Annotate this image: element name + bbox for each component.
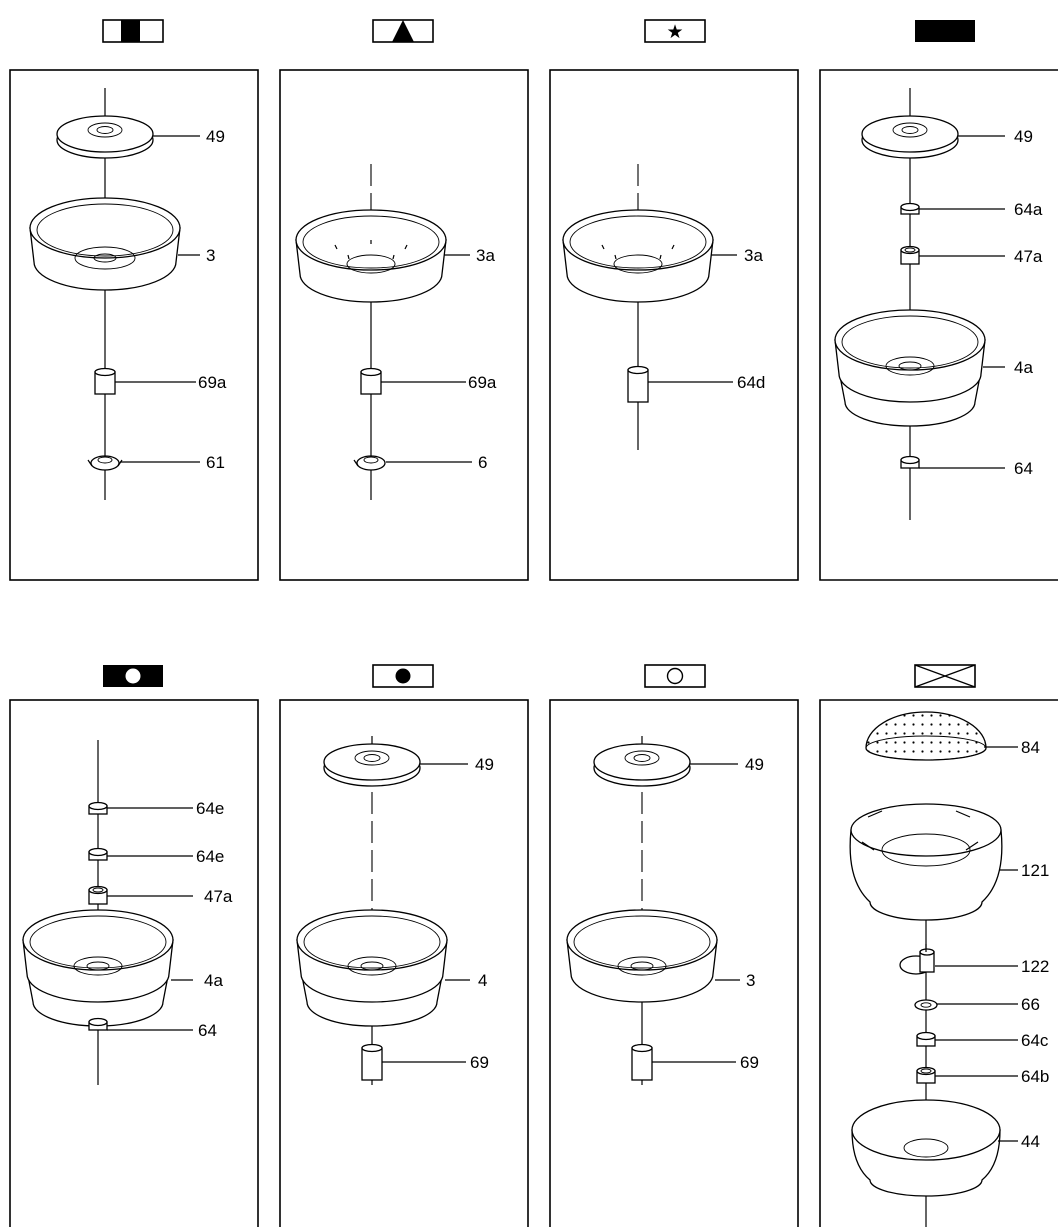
part-bowl-3 [566,909,718,1003]
symbol-half-fill-icon [102,19,164,43]
part-bowl-4 [296,909,448,1027]
symbol-white-dot-icon [103,665,163,687]
part-ring-64a [900,202,920,215]
label: 64c [1021,1031,1049,1050]
label: 69 [740,1053,759,1072]
panel-7-frame [549,699,799,1227]
panel-3-frame [549,69,799,581]
label: 4 [478,971,487,990]
part-sleeve-64d [627,365,649,403]
label: 121 [1021,861,1049,880]
panel-8-frame [819,699,1058,1227]
part-bearing-64b [916,1066,936,1084]
label: 64 [198,1021,217,1040]
label: 66 [1021,995,1040,1014]
label: 69 [470,1053,489,1072]
label: 3 [746,971,755,990]
panel-6-frame [279,699,529,1227]
part-ring-64e [88,847,108,861]
part-bushing-69a [94,367,116,395]
label: 64e [196,847,224,866]
label: 49 [1014,127,1033,146]
part-bearing-47a [900,245,920,265]
symbol-solid-icon [915,20,975,42]
panel-2: 3a 69a 6 [279,19,529,581]
part-sieve-84 [865,711,987,761]
part-ring-64 [900,455,920,469]
part-bowl-4a [22,909,174,1027]
panel-5-frame [9,699,259,1227]
label: 64 [1014,459,1033,478]
symbol-triangle-icon [372,19,434,43]
label: 64b [1021,1067,1049,1086]
part-disc-49 [323,743,421,787]
symbol-circle-icon [644,664,706,688]
label: 84 [1021,738,1040,757]
part-washer-66 [914,999,938,1011]
part-bearing-47a [88,885,108,905]
part-bowl-3 [29,197,181,291]
svg-text:★: ★ [666,21,683,43]
part-sleeve-69 [361,1043,383,1081]
label: 64a [1014,200,1043,219]
label: 47a [204,887,233,906]
label: 69a [198,373,227,392]
label: 6 [478,453,487,472]
part-bowl-3a [295,209,447,303]
part-housing-121 [849,803,1003,921]
label: 122 [1021,957,1049,976]
panel-4: 49 64a 47a 4a 64 [819,20,1058,581]
panel-2-frame [279,69,529,581]
part-ring-64e [88,801,108,815]
label: 47a [1014,247,1043,266]
panel-8: 84 121 122 66 64c 64b 44 [819,664,1058,1227]
panel-7: 49 3 69 [549,664,799,1227]
part-disc-49 [593,743,691,787]
label: 44 [1021,1132,1040,1151]
label: 64e [196,799,224,818]
panel-4-frame [819,69,1058,581]
label: 69a [468,373,497,392]
part-bowl-3a [562,209,714,303]
panel-5: 64e 64e 47a 4a 64 [9,665,259,1227]
label: 4a [1014,358,1033,377]
label: 3a [744,246,763,265]
part-agitator-122 [899,944,935,975]
symbol-black-dot-icon [372,664,434,688]
symbol-star-icon: ★ [644,19,706,43]
part-clip-61 [87,455,123,471]
part-bushing-69a [360,367,382,395]
panel-3: ★ 3a 64d [549,19,799,581]
part-ring-64 [88,1017,108,1031]
panel-1-frame [9,69,259,581]
label: 3a [476,246,495,265]
label: 64d [737,373,765,392]
label: 3 [206,246,215,265]
part-bowl-4a [834,309,986,427]
label: 49 [206,127,225,146]
symbol-crossed-icon [914,664,976,688]
part-bowl-44 [851,1099,1001,1197]
label: 49 [475,755,494,774]
panel-1: 49 3 69a 61 [9,19,259,581]
panel-6: 49 4 69 [279,664,529,1227]
part-disc-49 [861,115,959,159]
part-disc-49 [56,115,154,159]
label: 49 [745,755,764,774]
label: 4a [204,971,223,990]
part-clip-6 [353,455,386,471]
part-sleeve-69 [631,1043,653,1081]
label: 61 [206,453,225,472]
part-ring-64c [916,1031,936,1047]
